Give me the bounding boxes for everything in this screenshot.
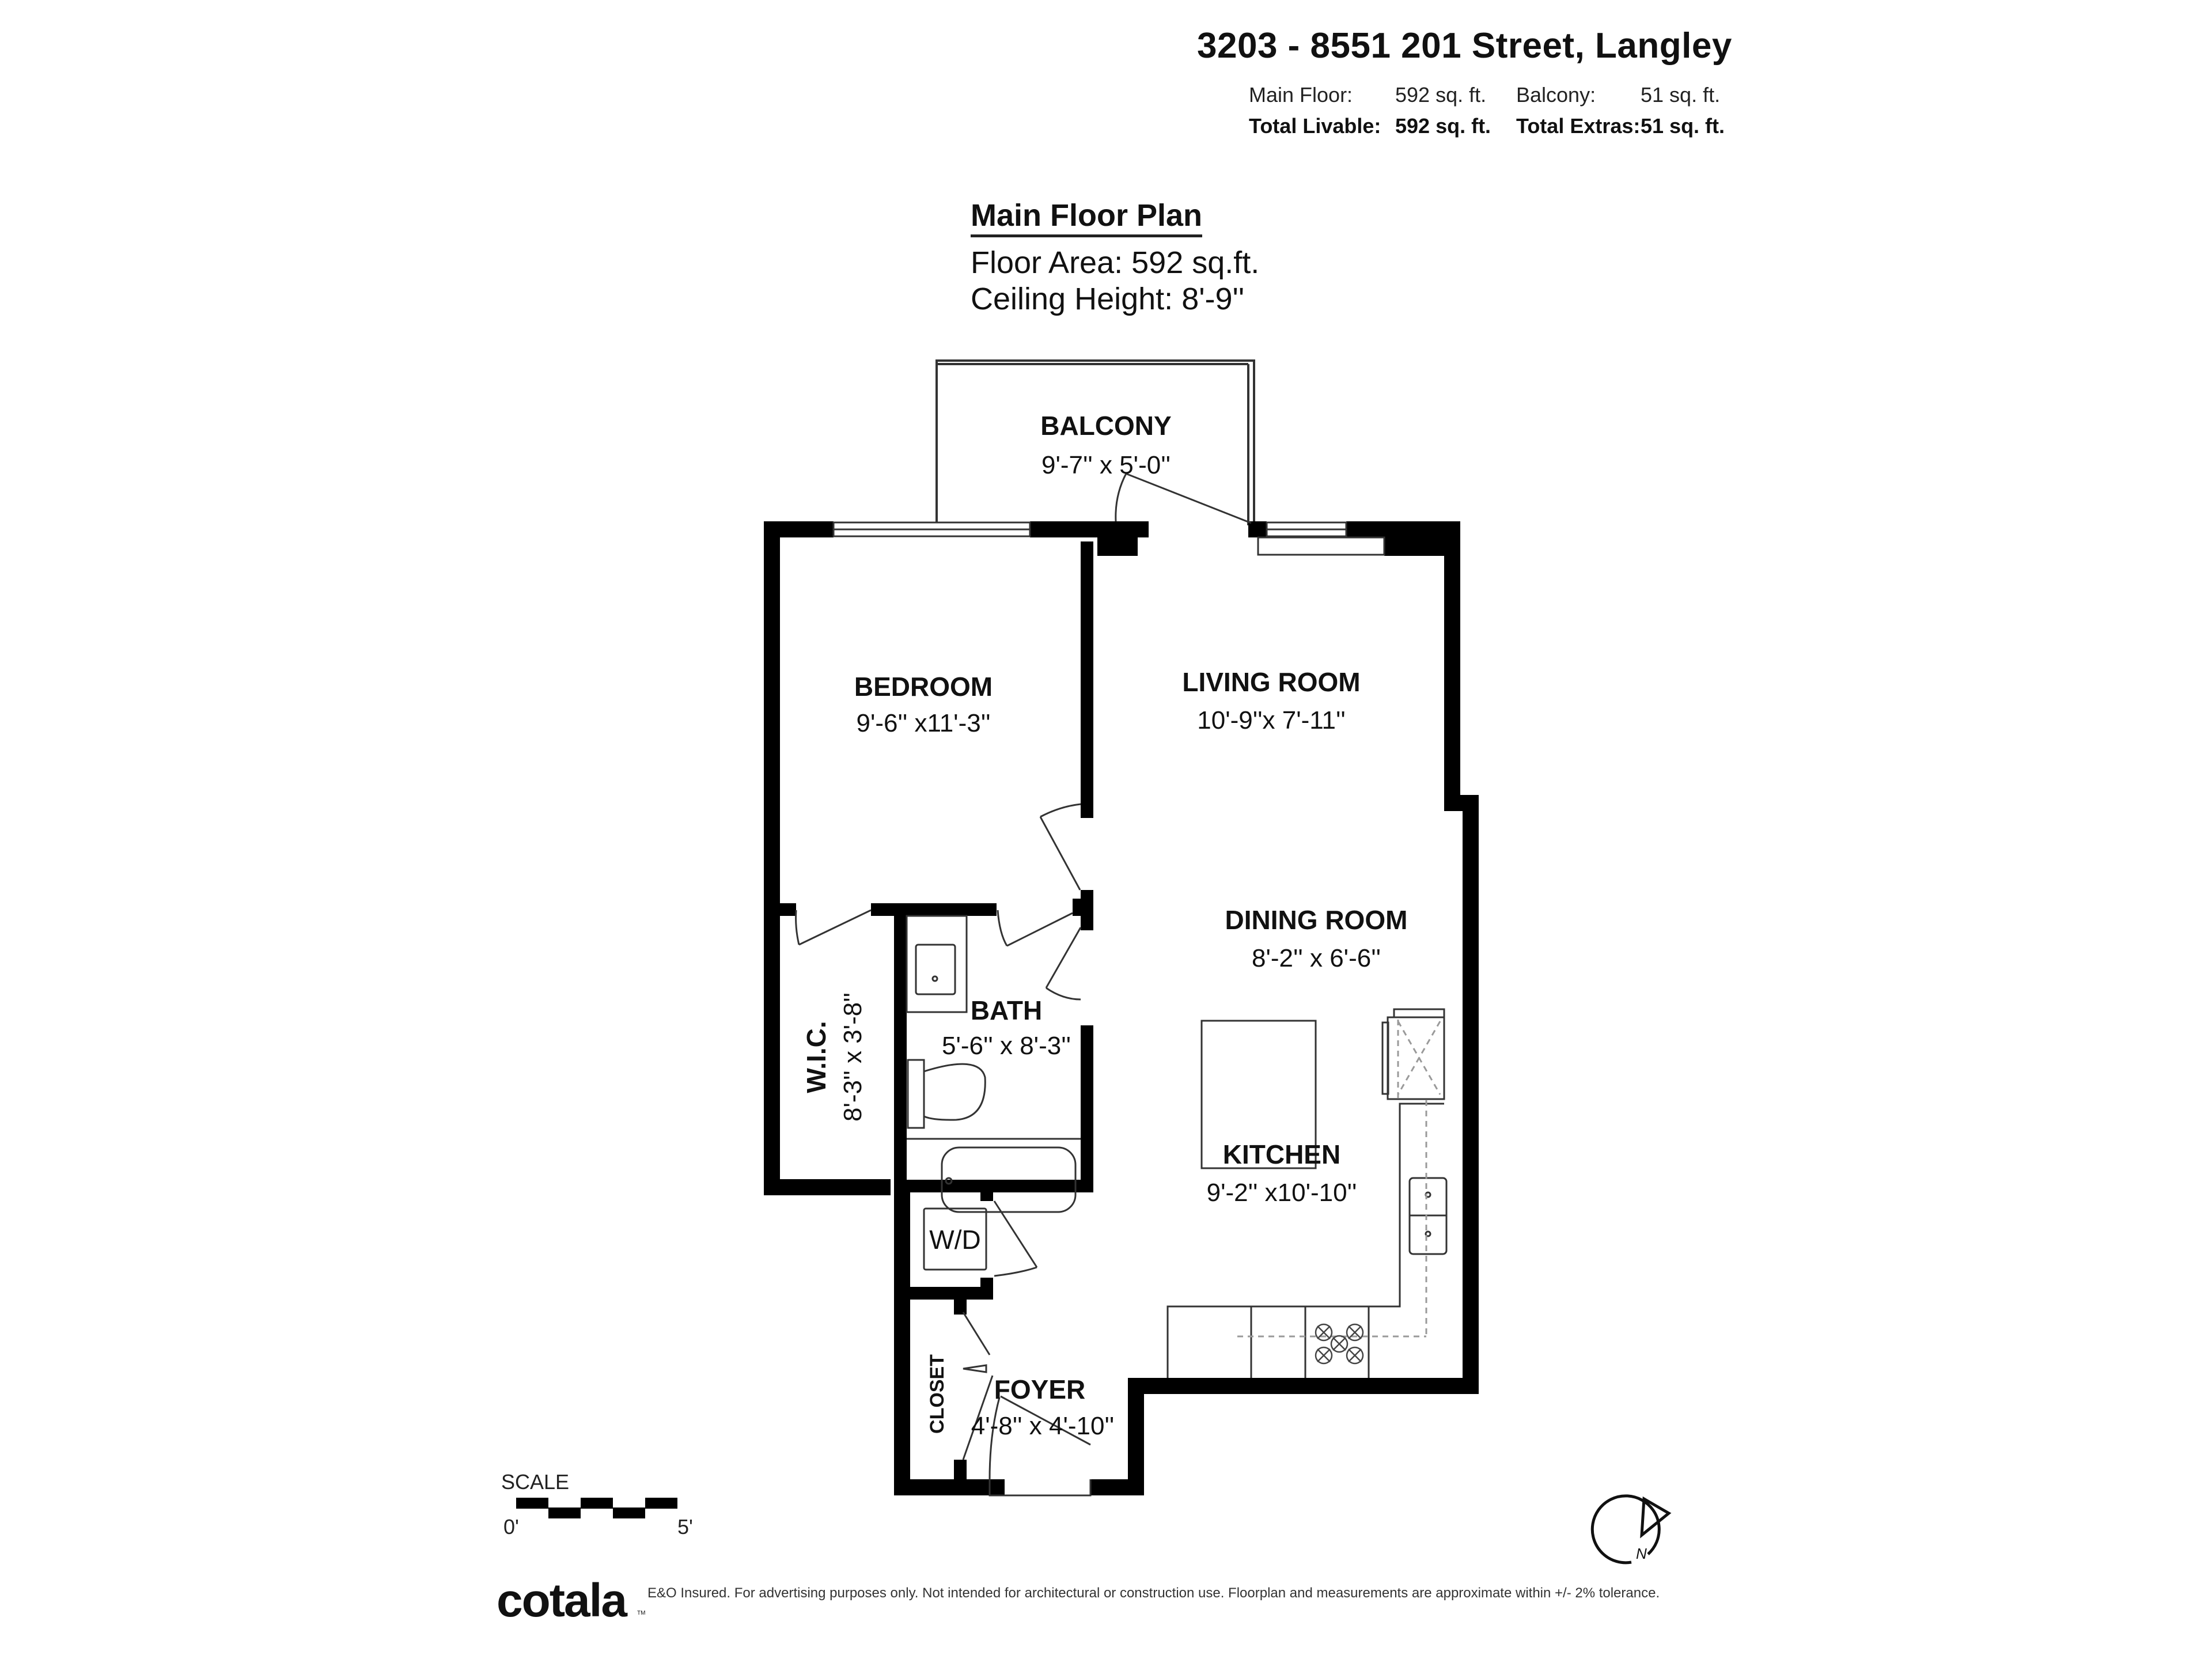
compass-north-label: N bbox=[1636, 1545, 1647, 1562]
washer-dryer-icon bbox=[923, 1207, 987, 1271]
room-dining-name: DINING ROOM bbox=[1225, 905, 1408, 935]
balcony-value: 51 sq. ft. bbox=[1641, 83, 1721, 107]
main-floor-label: Main Floor: bbox=[1249, 83, 1353, 107]
room-balcony-name: BALCONY bbox=[1040, 411, 1171, 441]
windows bbox=[832, 521, 1385, 556]
total-livable-label: Total Livable: bbox=[1249, 114, 1381, 138]
room-wic-name: W.I.C. bbox=[801, 1021, 831, 1093]
room-balcony-dims: 9'-7'' x 5'-0'' bbox=[1041, 451, 1171, 479]
kitchen-island bbox=[1200, 1020, 1317, 1169]
room-foyer-dims: 4'-8'' x 4'-10'' bbox=[971, 1412, 1115, 1440]
bathroom-sink-icon bbox=[915, 944, 956, 995]
room-living-dims: 10'-9''x 7'-11'' bbox=[1197, 706, 1346, 734]
scale-end-label: 5' bbox=[677, 1515, 693, 1539]
room-foyer-name: FOYER bbox=[994, 1374, 1085, 1404]
toilet-bowl-icon bbox=[923, 1063, 986, 1121]
kitchen-fixtures bbox=[1166, 1008, 1448, 1378]
scale-label: SCALE bbox=[501, 1470, 570, 1494]
room-kitchen-dims: 9'-2'' x10'-10'' bbox=[1207, 1179, 1357, 1207]
room-bedroom-name: BEDROOM bbox=[854, 672, 993, 702]
vanity-counter bbox=[906, 915, 968, 1013]
ceiling-height: Ceiling Height: 8'-9'' bbox=[971, 282, 1245, 316]
balcony-outline bbox=[935, 359, 1255, 525]
main-floor-value: 592 sq. ft. bbox=[1395, 83, 1487, 107]
total-livable-value: 592 sq. ft. bbox=[1395, 114, 1491, 138]
cotala-logo: cotala bbox=[497, 1574, 627, 1627]
room-dining-dims: 8'-2'' x 6'-6'' bbox=[1252, 944, 1381, 972]
disclaimer-text: E&O Insured. For advertising purposes on… bbox=[647, 1585, 1660, 1601]
toilet-tank-icon bbox=[907, 1059, 925, 1129]
scale-start-label: 0' bbox=[503, 1515, 519, 1539]
property-address-title: 3203 - 8551 201 Street, Langley bbox=[1197, 26, 1732, 66]
logo-trademark: TM bbox=[637, 1610, 646, 1616]
total-extras-label: Total Extras: bbox=[1516, 114, 1641, 138]
cooktop-icon bbox=[1315, 1323, 1364, 1365]
doors bbox=[795, 472, 1252, 1497]
kitchen-dashed-lines bbox=[1237, 1020, 1441, 1338]
floor-area: Floor Area: 592 sq.ft. bbox=[971, 245, 1260, 280]
plan-title: Main Floor Plan bbox=[971, 198, 1203, 237]
washer-dryer-label: W/D bbox=[929, 1225, 980, 1255]
room-bedroom-dims: 9'-6'' x11'-3'' bbox=[856, 709, 990, 737]
room-kitchen-name: KITCHEN bbox=[1223, 1139, 1340, 1169]
total-extras-value: 51 sq. ft. bbox=[1641, 114, 1725, 138]
room-closet-name: CLOSET bbox=[926, 1354, 948, 1434]
room-labels: BALCONY 9'-7'' x 5'-0'' BEDROOM 9'-6'' x… bbox=[801, 411, 1407, 1440]
room-living-name: LIVING ROOM bbox=[1182, 667, 1360, 697]
scale-bar bbox=[516, 1498, 677, 1518]
balcony-label: Balcony: bbox=[1516, 83, 1596, 107]
bath-fixtures bbox=[906, 915, 1081, 1213]
room-bath-dims: 5'-6'' x 8'-3'' bbox=[942, 1032, 1071, 1060]
bathtub-icon bbox=[941, 1146, 1077, 1213]
walls bbox=[764, 521, 1479, 1495]
room-wic-dims: 8'-3'' x 3'-8'' bbox=[839, 993, 867, 1122]
north-arrow-icon: N bbox=[1590, 1494, 1672, 1565]
room-bath-name: BATH bbox=[971, 995, 1042, 1025]
